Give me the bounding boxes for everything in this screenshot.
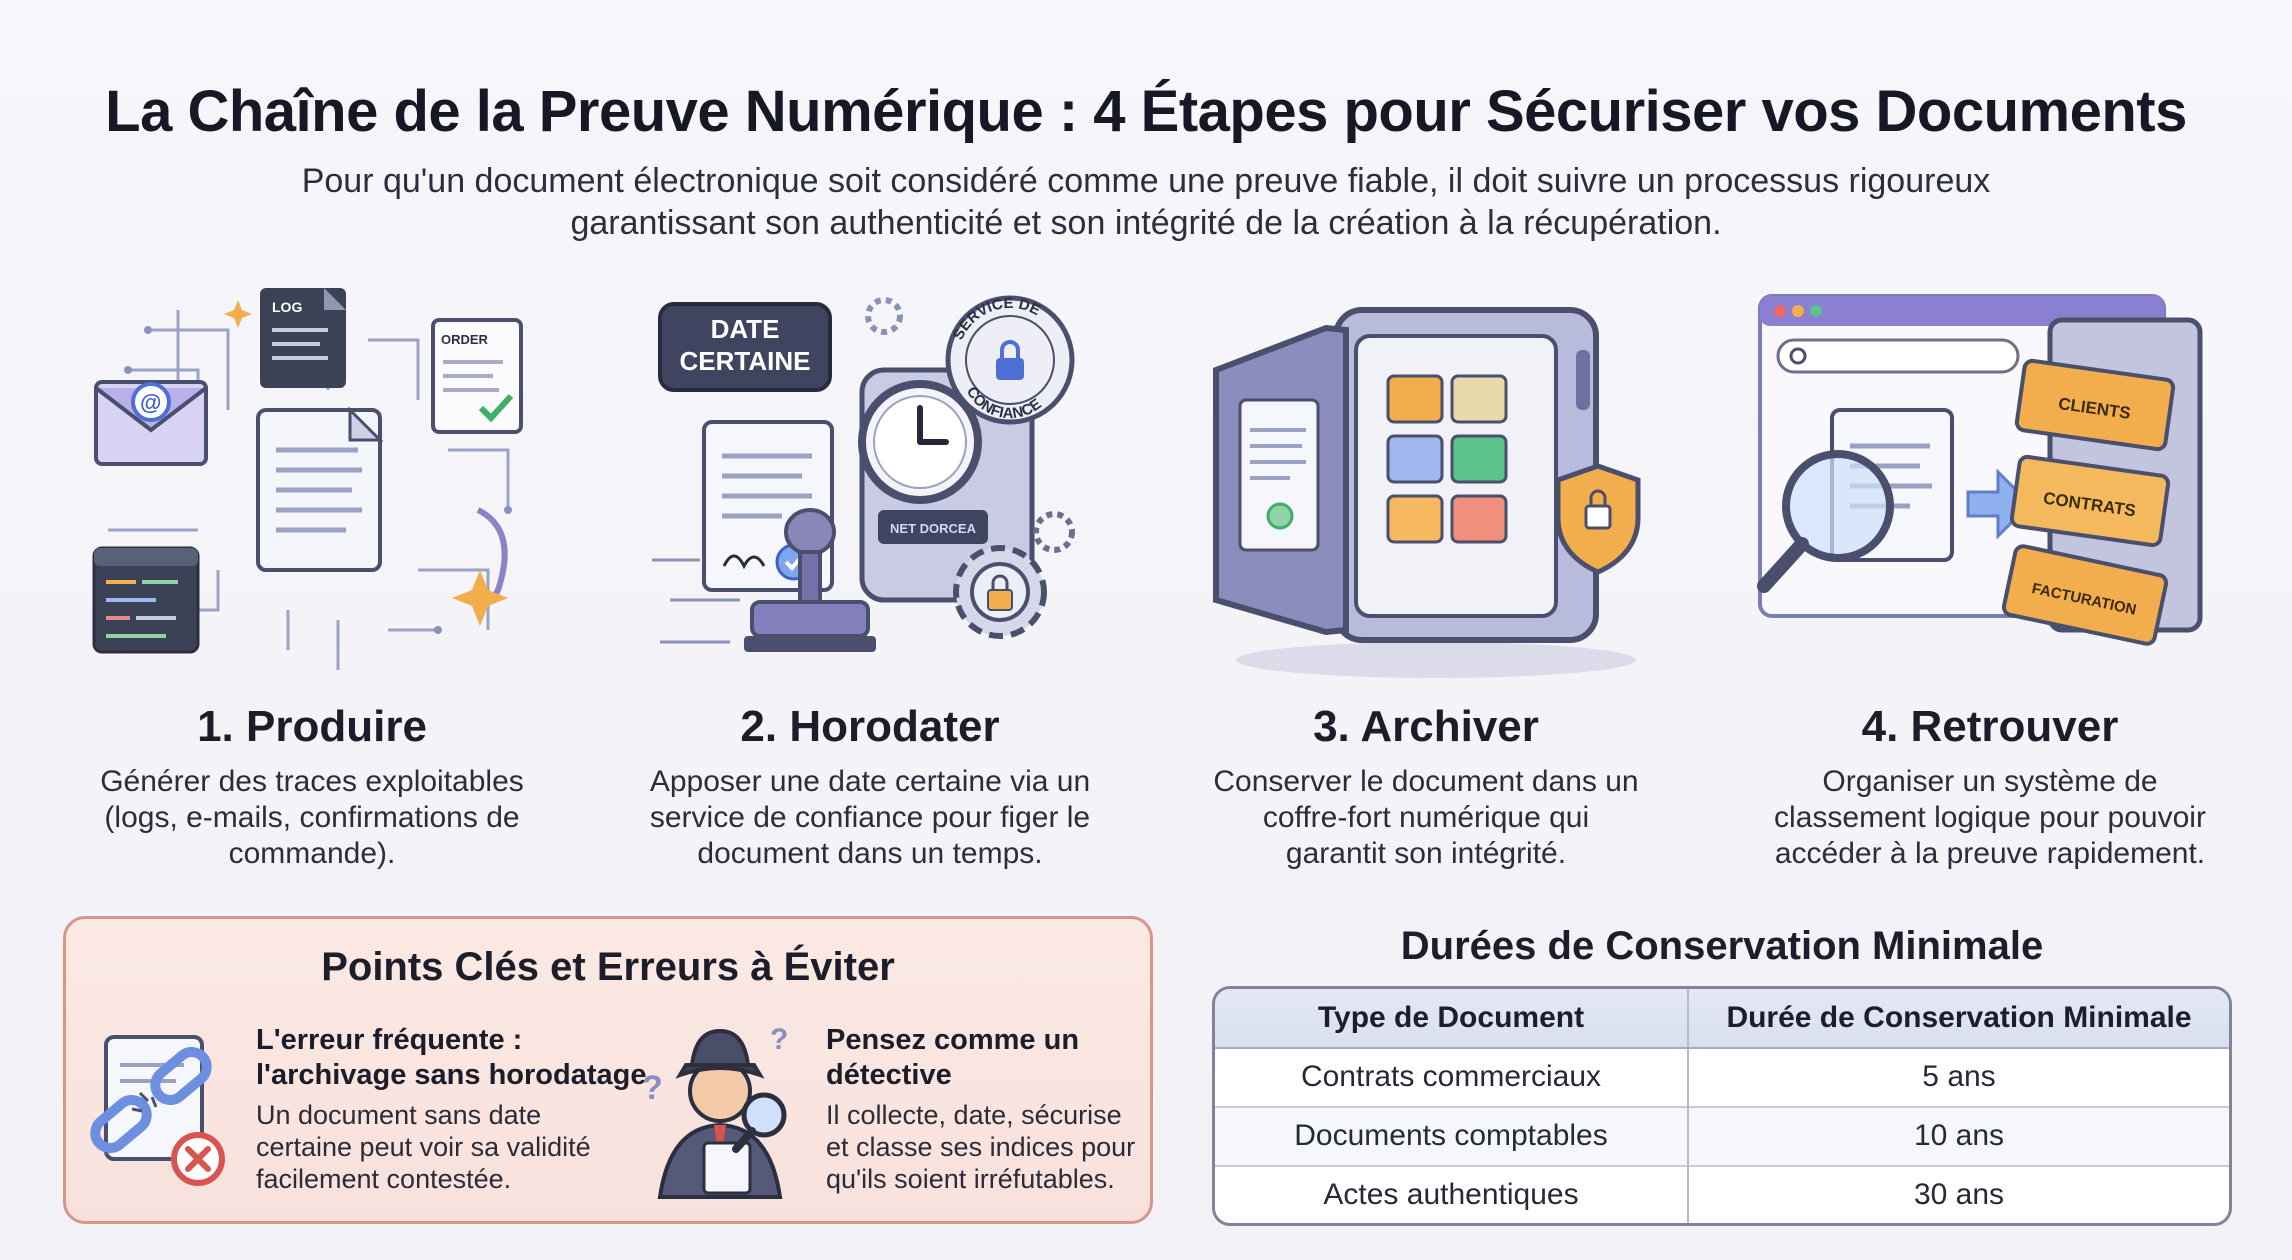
broken-chain-icon [90, 1035, 225, 1186]
svg-text:@: @ [140, 390, 161, 415]
certaine-label: CERTAINE [680, 346, 811, 376]
row-duration: 5 ans [1688, 1047, 2229, 1107]
documents-network-icon: LOG @ ORDER [92, 288, 523, 670]
page-title: La Chaîne de la Preuve Numérique : 4 Éta… [105, 79, 2187, 144]
page-subtitle: Pour qu'un document électronique soit co… [301, 162, 1991, 242]
key-points-title: Points Clés et Erreurs à Éviter [321, 945, 895, 989]
svg-text:?: ? [770, 1023, 788, 1056]
row-type: Documents comptables [1215, 1105, 1689, 1166]
timestamp-clock-icon: DATE CERTAINE NET DORCEA SERVICE DE CONF… [652, 295, 1075, 652]
step-2-title: 2. Horodater [740, 702, 1000, 751]
table-row: Contrats commerciaux 5 ans [1215, 1047, 2229, 1107]
filing-search-icon: CLIENTS CONTRATS FACTURATION [1757, 294, 2203, 646]
retention-table: Type de Document Durée de Conservation M… [1212, 986, 2232, 1226]
col-header-duration: Durée de Conservation Minimale [1688, 989, 2229, 1049]
row-type: Actes authentiques [1215, 1164, 1689, 1223]
step-1-title: 1. Produire [197, 702, 427, 751]
row-type: Contrats commerciaux [1215, 1047, 1689, 1107]
table-row: Documents comptables 10 ans [1215, 1105, 2229, 1166]
machine-label: NET DORCEA [890, 521, 977, 536]
order-label: ORDER [441, 332, 489, 347]
log-label: LOG [272, 299, 302, 315]
col-header-type: Type de Document [1215, 989, 1689, 1049]
step-3-title: 3. Archiver [1313, 702, 1539, 751]
key-points-panel: Points Clés et Erreurs à Éviter L'erreur… [63, 916, 1153, 1224]
row-duration: 10 ans [1688, 1105, 2229, 1166]
step-1-desc: Générer des traces exploitables(logs, e-… [100, 765, 524, 870]
detective-icon: ? ? [642, 1023, 788, 1199]
row-duration: 30 ans [1688, 1164, 2229, 1223]
svg-text:?: ? [642, 1069, 663, 1107]
kp-1-head: L'erreur fréquente :l'archivage sans hor… [256, 1024, 647, 1091]
digital-safe-icon [1213, 307, 1641, 678]
retention-title: Durées de Conservation Minimale [1400, 924, 2044, 968]
step-4-title: 4. Retrouver [1861, 702, 2119, 751]
table-row: Actes authentiques 30 ans [1215, 1164, 2229, 1223]
date-label: DATE [711, 314, 780, 344]
